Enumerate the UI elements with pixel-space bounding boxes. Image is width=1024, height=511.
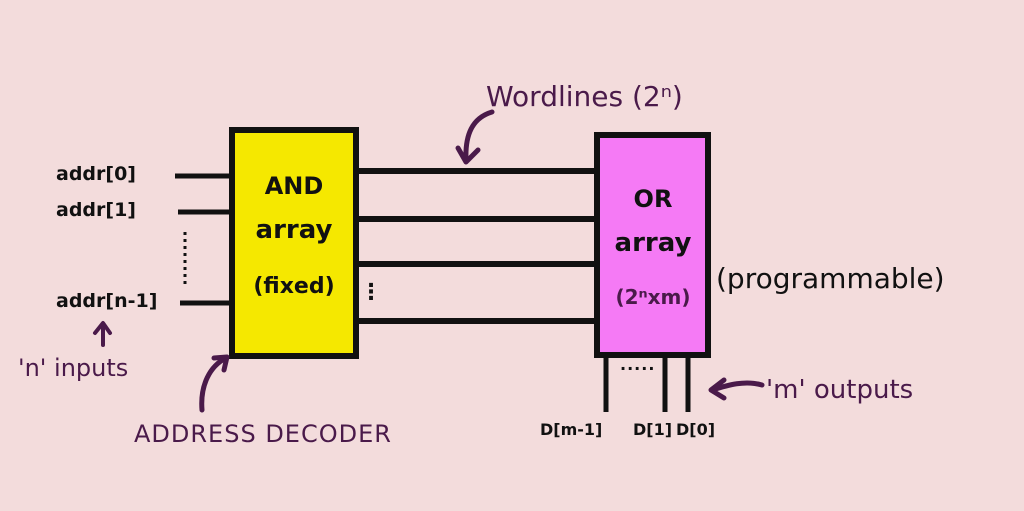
wordlines-ellipsis: ⋮ — [360, 280, 382, 305]
wordlines-arrow-icon — [463, 109, 495, 163]
wordlines-arrowhead-icon — [455, 145, 481, 165]
input-label-n-1: addr[n-1] — [56, 290, 158, 312]
outputs-annotation: 'm' outputs — [766, 375, 914, 405]
or-array-size: (2ⁿxm) — [615, 285, 691, 309]
decoder-arrowhead-icon — [211, 354, 230, 373]
output-label-0: D[0] — [676, 420, 716, 439]
address-decoder-annotation: ADDRESS DECODER — [134, 420, 392, 448]
or-array-box — [594, 132, 711, 358]
input-label-0: addr[0] — [56, 163, 136, 185]
decoder-arrow-icon — [199, 355, 229, 413]
or-array-title: OR — [633, 185, 673, 213]
inputs-annotation: 'n' inputs — [18, 354, 129, 382]
wordlines-annotation: Wordlines (2ⁿ) — [486, 80, 683, 113]
and-array-subtitle: array — [255, 215, 333, 245]
or-array-subtitle: array — [614, 228, 692, 258]
output-label-1: D[1] — [633, 420, 673, 439]
programmable-label: (programmable) — [716, 262, 945, 295]
outputs-ellipsis: ..... — [620, 355, 656, 374]
inputs-arrowhead-icon — [93, 321, 112, 335]
outputs-arrowhead-icon — [708, 377, 727, 401]
output-label-m-1: D[m-1] — [540, 420, 603, 439]
and-array-title: AND — [264, 172, 324, 200]
input-label-1: addr[1] — [56, 199, 136, 221]
and-array-box — [229, 127, 359, 359]
and-array-type: (fixed) — [253, 274, 335, 299]
